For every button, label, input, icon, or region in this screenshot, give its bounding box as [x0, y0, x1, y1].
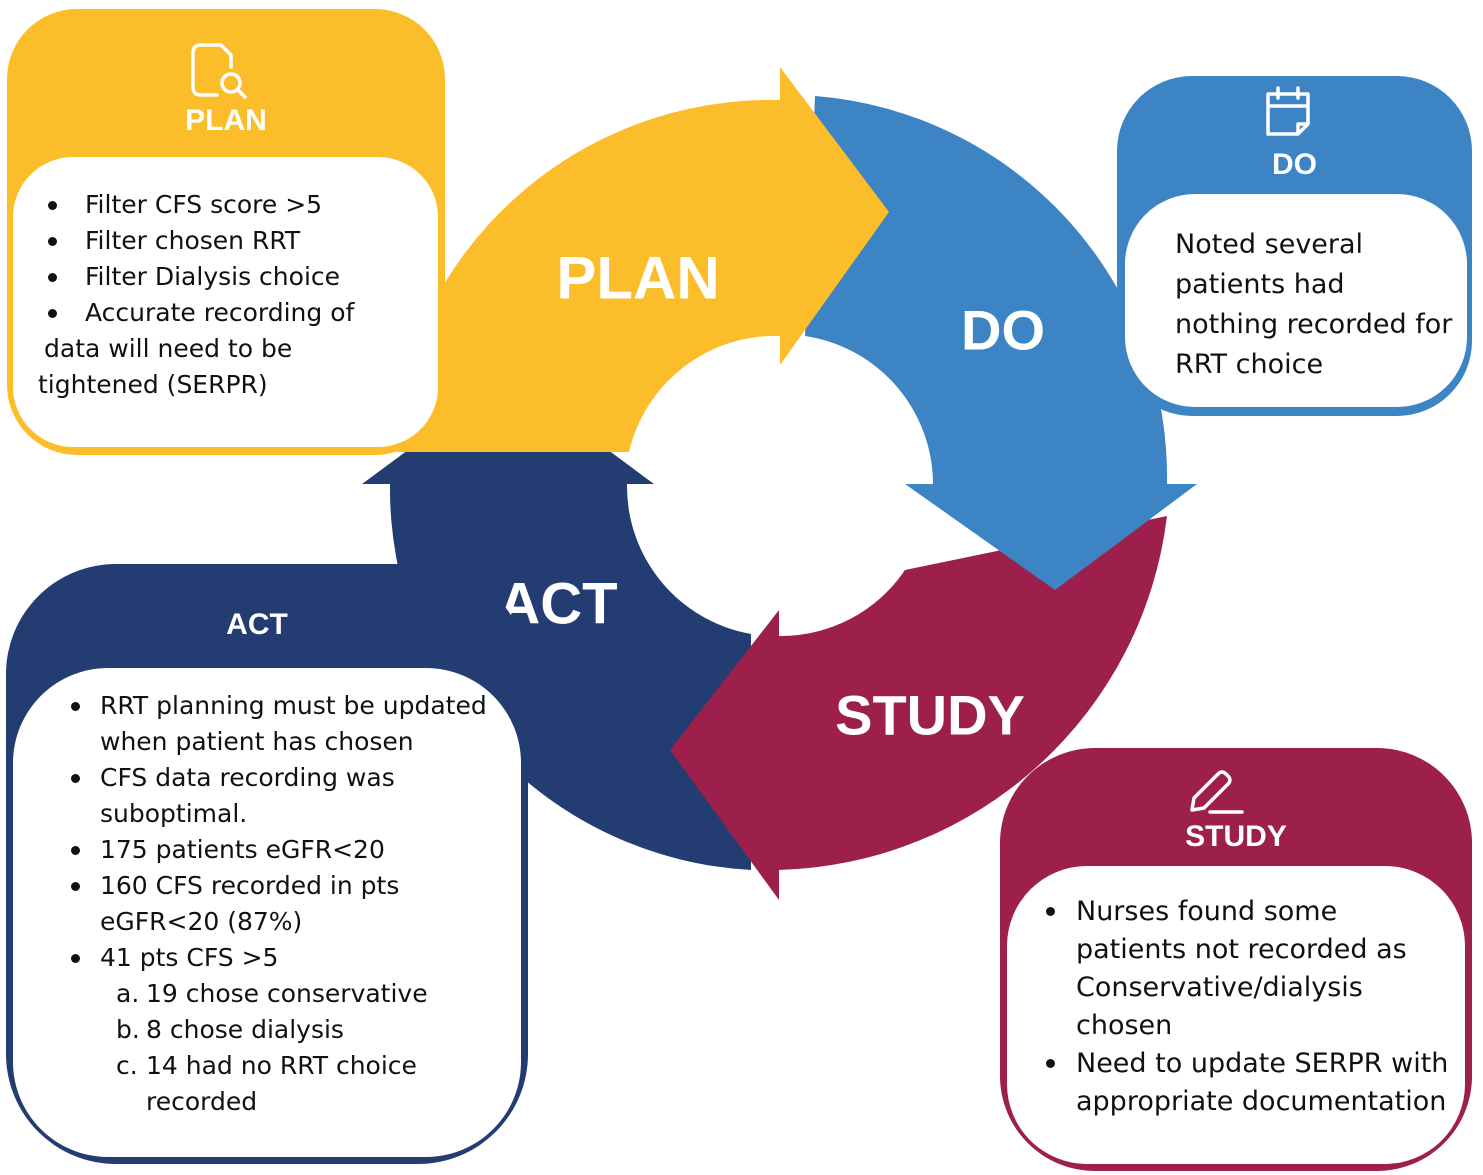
- act-item: 175 patients eGFR<20: [56, 832, 511, 868]
- act-subitem: b.8 chose dialysis: [100, 1012, 511, 1048]
- plan-item: Filter CFS score >5: [33, 187, 438, 223]
- study-card-body: Nurses found some patients not recorded …: [1007, 866, 1465, 1164]
- do-card-body: Noted several patients had nothing recor…: [1125, 194, 1467, 407]
- do-card: DO Noted several patients had nothing re…: [1117, 76, 1472, 416]
- plan-card-list: Filter CFS score >5 Filter chosen RRT Fi…: [33, 187, 438, 331]
- act-subitem-marker: a.: [116, 979, 140, 1008]
- plan-item: Filter Dialysis choice: [33, 259, 438, 295]
- study-item: Nurses found some patients not recorded …: [1031, 893, 1451, 1045]
- study-card-title: STUDY: [1185, 820, 1287, 853]
- act-card: ACT RRT planning must be updated when pa…: [6, 564, 528, 1164]
- study-card-list: Nurses found some patients not recorded …: [1031, 893, 1451, 1121]
- act-arrow-label: ACT: [498, 571, 618, 637]
- act-subitem-marker: c.: [116, 1051, 138, 1080]
- do-arrow-label: DO: [961, 298, 1045, 362]
- act-item: CFS data recording was suboptimal.: [56, 760, 511, 832]
- act-subitem: c.14 had no RRT choice recorded: [100, 1048, 511, 1120]
- study-arrow-label: STUDY: [835, 683, 1025, 747]
- act-sublist: a.19 chose conservative b.8 chose dialys…: [56, 976, 511, 1120]
- document-search-icon: [187, 37, 251, 108]
- act-card-list: RRT planning must be updated when patien…: [56, 688, 511, 1120]
- do-card-text: Noted several patients had nothing recor…: [1175, 229, 1453, 380]
- plan-item-continued: tightened (SERPR): [38, 370, 268, 399]
- pencil-icon: [1184, 768, 1248, 823]
- plan-item: Filter chosen RRT: [33, 223, 438, 259]
- act-card-title: ACT: [226, 608, 288, 641]
- act-item: RRT planning must be updated when patien…: [56, 688, 511, 760]
- plan-card: PLAN Filter CFS score >5 Filter chosen R…: [7, 9, 445, 455]
- study-arrow: [670, 516, 1167, 900]
- act-card-body: RRT planning must be updated when patien…: [13, 668, 521, 1157]
- study-card: STUDY Nurses found some patients not rec…: [1000, 748, 1472, 1171]
- act-arrow: [362, 376, 751, 870]
- do-arrow: [805, 96, 1197, 590]
- plan-item: Accurate recording of: [33, 295, 438, 331]
- plan-arrow: [390, 67, 889, 452]
- calendar-icon: [1260, 84, 1316, 143]
- plan-item-continued: data will need to be: [44, 334, 293, 363]
- act-item: 160 CFS recorded in pts eGFR<20 (87%): [56, 868, 511, 940]
- plan-card-title: PLAN: [185, 104, 267, 137]
- act-subitem-marker: b.: [116, 1015, 140, 1044]
- act-item: 41 pts CFS >5 a.19 chose conservative b.…: [56, 940, 511, 1120]
- study-item: Need to update SERPR with appropriate do…: [1031, 1045, 1451, 1121]
- plan-card-body: Filter CFS score >5 Filter chosen RRT Fi…: [13, 157, 438, 447]
- act-subitem: a.19 chose conservative: [100, 976, 511, 1012]
- plan-arrow-label: PLAN: [556, 244, 720, 312]
- do-card-title: DO: [1272, 148, 1317, 181]
